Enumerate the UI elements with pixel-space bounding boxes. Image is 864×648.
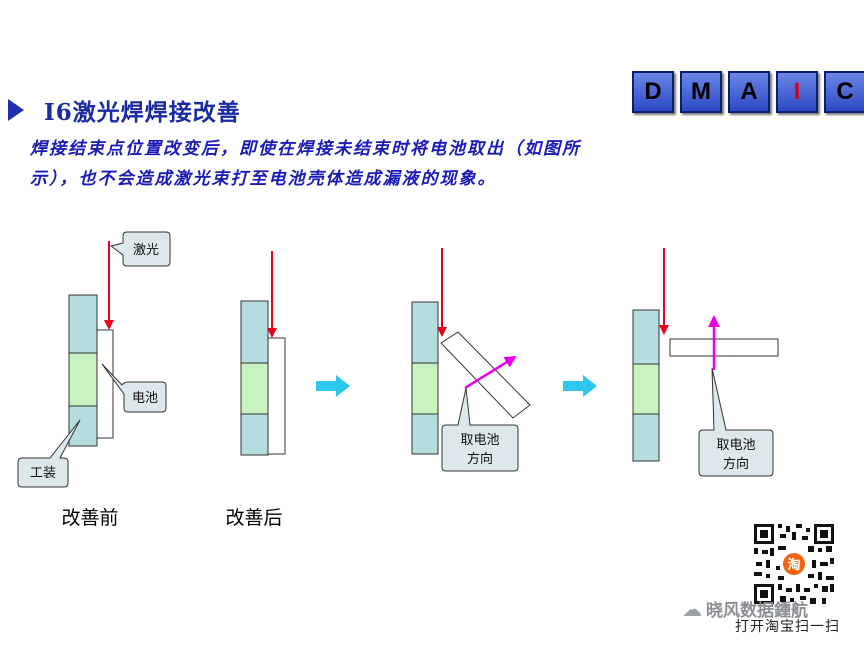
qr-code-icon: 淘	[752, 522, 836, 606]
panel-after: 改善后	[225, 251, 286, 529]
callout-battery-text: 电池	[132, 391, 158, 406]
description-line-2: 示），也不会造成激光束打至电池壳体造成漏液的现象。	[30, 169, 497, 189]
callout-direction-2: 取电池 方向	[698, 367, 774, 477]
callout-battery: 电池	[101, 363, 167, 413]
fixture-bottom	[240, 413, 269, 456]
panel-before: 激光 电池 工装 改善前	[17, 231, 171, 529]
slide-title: I6激光焊焊接改善	[44, 99, 241, 126]
fixture-top	[632, 309, 660, 365]
watermark: ☁ 晓风数据鍾航	[682, 596, 808, 622]
description-line-1: 焊接结束点位置改变后，即使在焊接未结束时将电池取出（如图所	[30, 139, 581, 159]
dmaic-i: I	[776, 71, 818, 113]
callout-direction-1-line2: 方向	[467, 451, 493, 467]
fixture-top	[240, 300, 269, 364]
panel-pull-tilted: 取电池 方向	[411, 248, 531, 472]
caption-before: 改善前	[61, 507, 118, 529]
caption-after: 改善后	[225, 507, 282, 529]
callout-direction-2-line2: 方向	[723, 456, 749, 472]
dmaic-d: D	[632, 71, 674, 113]
fixture-bottom	[411, 413, 439, 455]
fixture-middle	[411, 362, 439, 415]
callout-direction-1-line1: 取电池	[460, 433, 499, 448]
callout-fixture: 工装	[17, 419, 81, 488]
watermark-subtitle: 打开淘宝扫一扫	[735, 619, 840, 635]
pull-direction-arrow	[464, 355, 517, 390]
step-arrow-icon	[316, 375, 350, 397]
battery-shell	[267, 337, 286, 455]
callout-laser-text: 激光	[133, 243, 159, 258]
panel-pull-lifted: 取电池 方向	[632, 248, 779, 477]
description: 焊接结束点位置改变后，即使在焊接未结束时将电池取出（如图所 示），也不会造成激光…	[30, 134, 750, 194]
taobao-icon	[783, 553, 805, 575]
fixture-top	[68, 294, 98, 354]
dmaic-bar: D M A I C	[632, 71, 864, 113]
callout-direction-2-line1: 取电池	[716, 438, 755, 453]
fixture-middle	[632, 363, 660, 415]
fixture-middle	[240, 362, 269, 415]
title-row: I6激光焊焊接改善	[8, 92, 241, 128]
callout-direction-1: 取电池 方向	[441, 387, 519, 472]
fixture-bottom	[632, 413, 660, 462]
watermark-name: 晓风数据鍾航	[706, 601, 808, 621]
callout-fixture-text: 工装	[30, 466, 56, 481]
svg-text:淘: 淘	[787, 557, 800, 573]
play-arrow-icon	[8, 99, 24, 121]
dmaic-c: C	[824, 71, 864, 113]
fixture-middle	[68, 352, 98, 407]
callout-laser: 激光	[109, 231, 171, 267]
fixture-top	[411, 301, 439, 364]
battery-shell	[669, 338, 779, 357]
wechat-icon: ☁	[682, 596, 702, 621]
dmaic-m: M	[680, 71, 722, 113]
dmaic-a: A	[728, 71, 770, 113]
battery-shell	[96, 329, 114, 439]
fixture-bottom	[68, 405, 98, 447]
step-arrow-icon	[563, 375, 597, 397]
